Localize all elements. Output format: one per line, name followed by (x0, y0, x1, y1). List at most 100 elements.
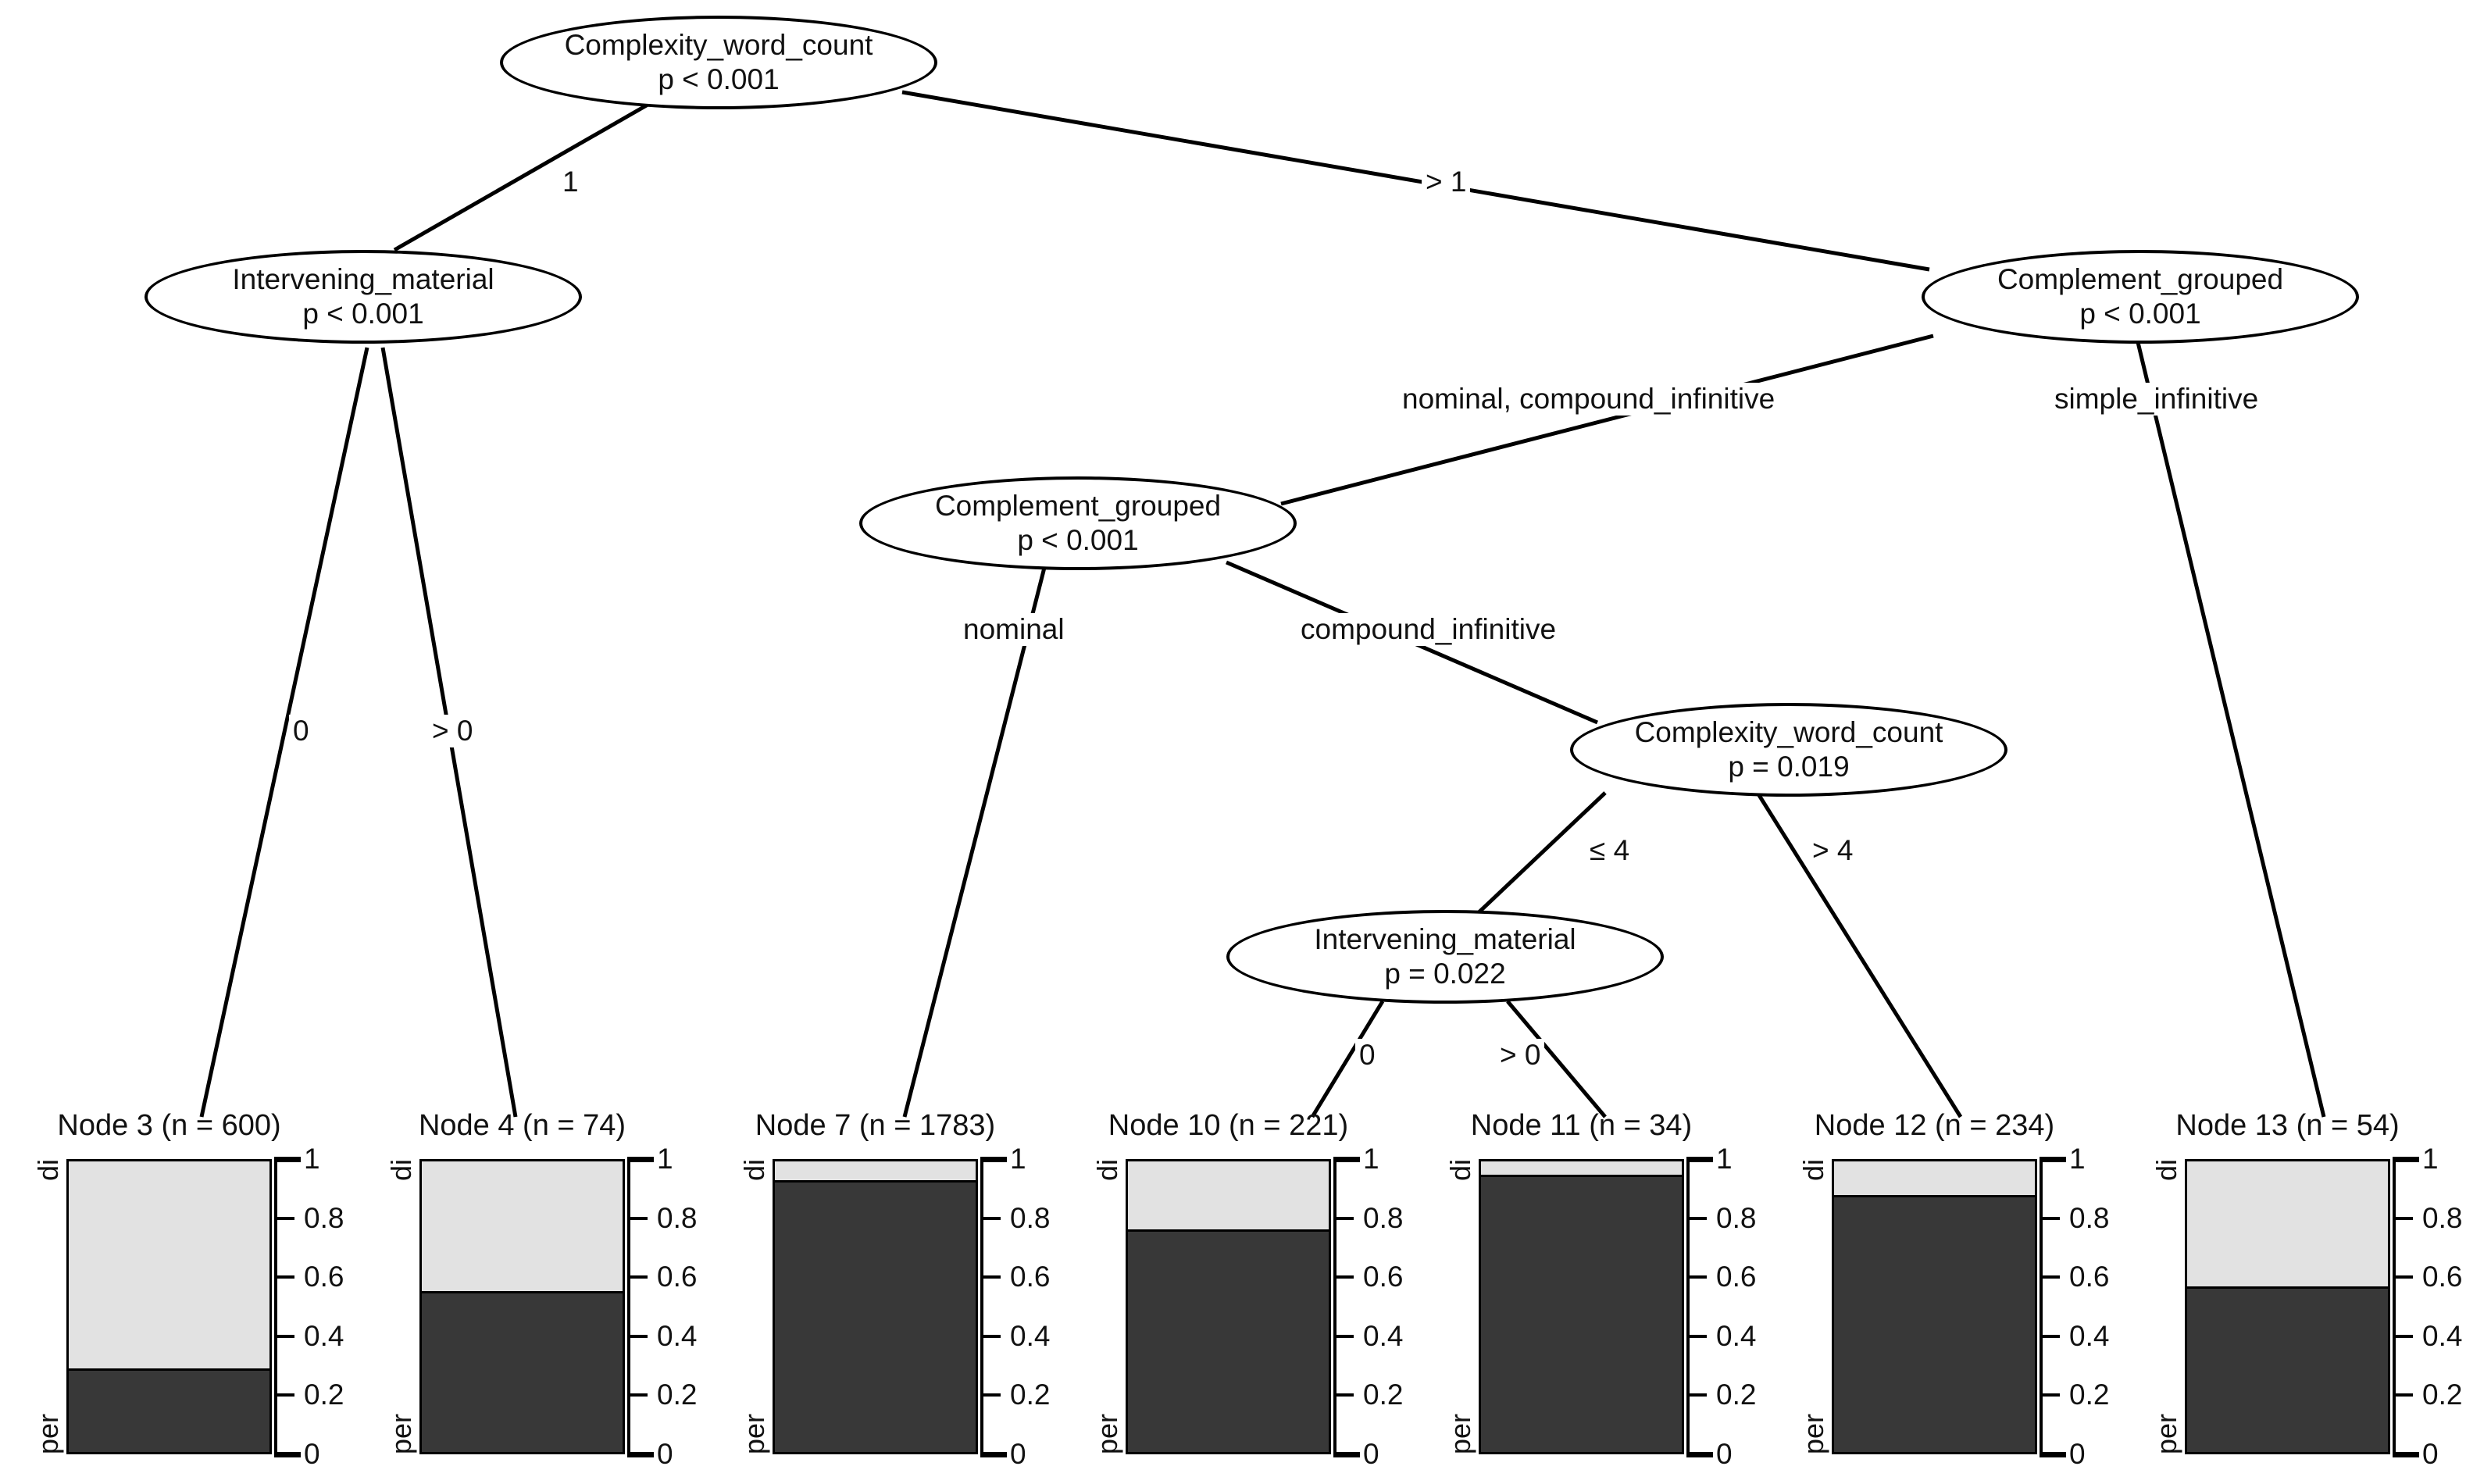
inner-node-9-variable: Intervening_material (1314, 923, 1576, 956)
y-axis-tick-label: 0.6 (2422, 1261, 2463, 1293)
y-axis-tick (627, 1334, 648, 1338)
inner-node-5[interactable]: Complement_grouped p < 0.001 (1922, 250, 2359, 344)
y-axis-tick (2040, 1334, 2060, 1338)
stacked-bar (2185, 1159, 2390, 1454)
y-axis-tick-label: 0 (2422, 1438, 2439, 1470)
y-axis-tick (1333, 1334, 1354, 1338)
y-axis-tick-label: 0 (657, 1438, 673, 1470)
y-axis-tick-label: 1 (657, 1143, 673, 1175)
y-axis-tick (2393, 1452, 2419, 1457)
y-axis-tick-label: 0.6 (1716, 1261, 1757, 1293)
y-axis-tick (2040, 1275, 2060, 1279)
y-axis-tick-label: 0.4 (1716, 1319, 1757, 1352)
y-axis-tick (627, 1157, 654, 1162)
terminal-node-title: Node 13 (n = 54) (2175, 1109, 2400, 1142)
inner-node-6[interactable]: Complement_grouped p < 0.001 (859, 476, 1297, 570)
y-axis-tick (980, 1393, 1001, 1397)
inner-node-8-variable: Complexity_word_count (1634, 716, 1943, 749)
y-axis-tick (2393, 1334, 2413, 1338)
y-axis-tick-label: 0.2 (2069, 1379, 2110, 1411)
inner-node-6-pvalue: p < 0.001 (1017, 524, 1139, 556)
class-label-per: per (32, 1413, 64, 1454)
inner-node-9-pvalue: p = 0.022 (1384, 958, 1506, 990)
y-axis-line (274, 1159, 277, 1454)
y-axis-tick-label: 0.2 (304, 1379, 344, 1411)
y-axis-tick-label: 0 (1010, 1438, 1026, 1470)
y-axis-tick-label: 0.2 (1716, 1379, 1757, 1411)
stacked-bar (1126, 1159, 1331, 1454)
y-axis-tick-label: 0.2 (657, 1379, 698, 1411)
y-axis-line (627, 1159, 630, 1454)
bar-segment-per (1128, 1229, 1329, 1452)
y-axis-line (1686, 1159, 1690, 1454)
bar-segment-per (422, 1291, 623, 1452)
y-axis-tick-label: 0 (2069, 1438, 2086, 1470)
y-axis-tick-label: 0.4 (1363, 1319, 1404, 1352)
stacked-bar (66, 1159, 272, 1454)
edge-label-n5-left: nominal, compound_infinitive (1398, 383, 1779, 416)
inner-node-8[interactable]: Complexity_word_count p = 0.019 (1570, 703, 2007, 797)
inner-node-2-variable: Intervening_material (232, 263, 494, 296)
y-axis-tick-label: 0.6 (657, 1261, 698, 1293)
y-axis-tick-label: 0.6 (2069, 1261, 2110, 1293)
y-axis-tick (274, 1452, 301, 1457)
inner-node-2[interactable]: Intervening_material p < 0.001 (145, 250, 582, 344)
y-axis-tick-label: 0.8 (1010, 1201, 1051, 1234)
y-axis-tick (274, 1157, 301, 1162)
bar-segment-per (1481, 1174, 1682, 1452)
y-axis-tick (627, 1393, 648, 1397)
y-axis-tick-label: 0.4 (2069, 1319, 2110, 1352)
bar-segment-per (69, 1368, 269, 1452)
class-label-di: di (32, 1159, 64, 1182)
y-axis-tick-label: 0.2 (1010, 1379, 1051, 1411)
edge-label-n8-left: ≤ 4 (1586, 834, 1634, 867)
terminal-node-title: Node 4 (n = 74) (418, 1109, 626, 1142)
y-axis-tick (2040, 1393, 2060, 1397)
edge-label-n9-right: > 0 (1496, 1039, 1545, 1072)
bar-segment-per (775, 1180, 976, 1452)
stacked-bar (1479, 1159, 1684, 1454)
stacked-bar (773, 1159, 978, 1454)
y-axis-tick (1686, 1216, 1707, 1220)
inner-node-9[interactable]: Intervening_material p = 0.022 (1226, 910, 1664, 1004)
class-label-per: per (385, 1413, 417, 1454)
class-label-di: di (1091, 1159, 1123, 1182)
inner-node-5-pvalue: p < 0.001 (2079, 298, 2201, 330)
edge-label-n2-left: 0 (289, 715, 313, 747)
stacked-bar (419, 1159, 625, 1454)
y-axis-tick-label: 0.8 (657, 1201, 698, 1234)
y-axis-tick (274, 1334, 294, 1338)
class-label-per: per (1091, 1413, 1123, 1454)
y-axis-tick (2040, 1157, 2066, 1162)
y-axis-tick (2040, 1452, 2066, 1457)
class-label-di: di (2150, 1159, 2182, 1182)
y-axis-tick-label: 0.4 (2422, 1319, 2463, 1352)
y-axis-tick-label: 1 (1010, 1143, 1026, 1175)
y-axis-tick (980, 1334, 1001, 1338)
inner-node-8-pvalue: p = 0.019 (1728, 751, 1850, 783)
y-axis-tick (980, 1216, 1001, 1220)
y-axis-tick (1686, 1452, 1713, 1457)
y-axis-tick-label: 0.8 (2422, 1201, 2463, 1234)
class-label-per: per (738, 1413, 770, 1454)
y-axis-line (980, 1159, 983, 1454)
y-axis-tick-label: 0.6 (1010, 1261, 1051, 1293)
class-label-per: per (1797, 1413, 1829, 1454)
inner-node-1[interactable]: Complexity_word_count p < 0.001 (500, 16, 937, 109)
edge-label-n5-right: simple_infinitive (2050, 383, 2263, 416)
y-axis-tick (1333, 1216, 1354, 1220)
y-axis-tick (2040, 1216, 2060, 1220)
y-axis-tick (1333, 1393, 1354, 1397)
